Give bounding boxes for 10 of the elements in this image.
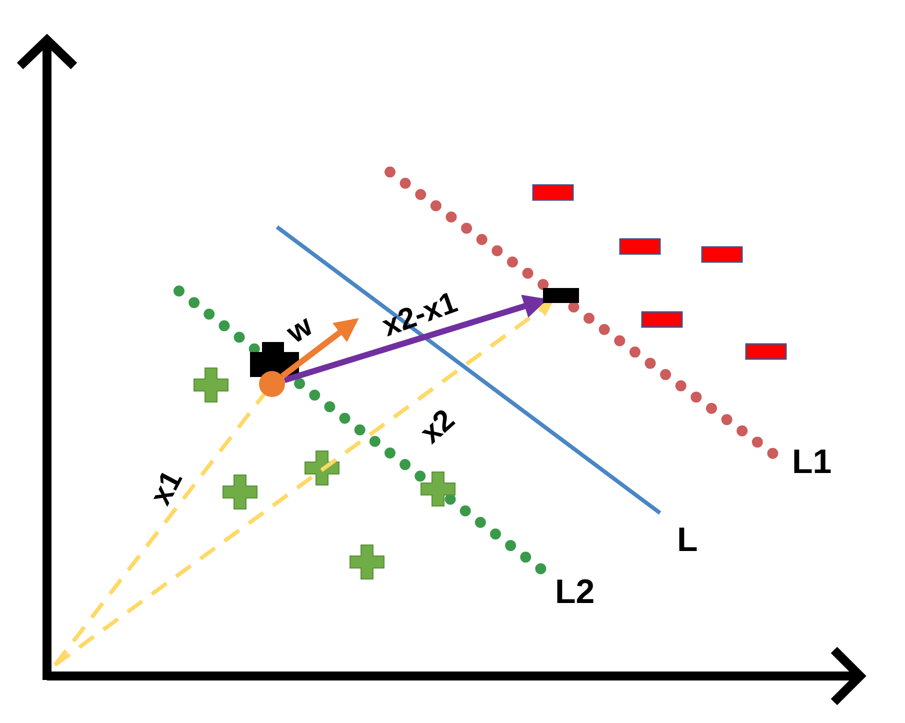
edge-label: x1: [146, 466, 188, 510]
edge-label: w: [282, 311, 318, 349]
arrow: [280, 318, 359, 379]
edge-label: x2: [416, 404, 460, 450]
line-label: L2: [555, 575, 595, 609]
arrow: [54, 300, 554, 667]
edge-label: x2-x1: [378, 288, 462, 342]
minus-marker: [543, 288, 579, 302]
line-label: L: [677, 523, 698, 557]
line-label: L1: [792, 445, 832, 479]
